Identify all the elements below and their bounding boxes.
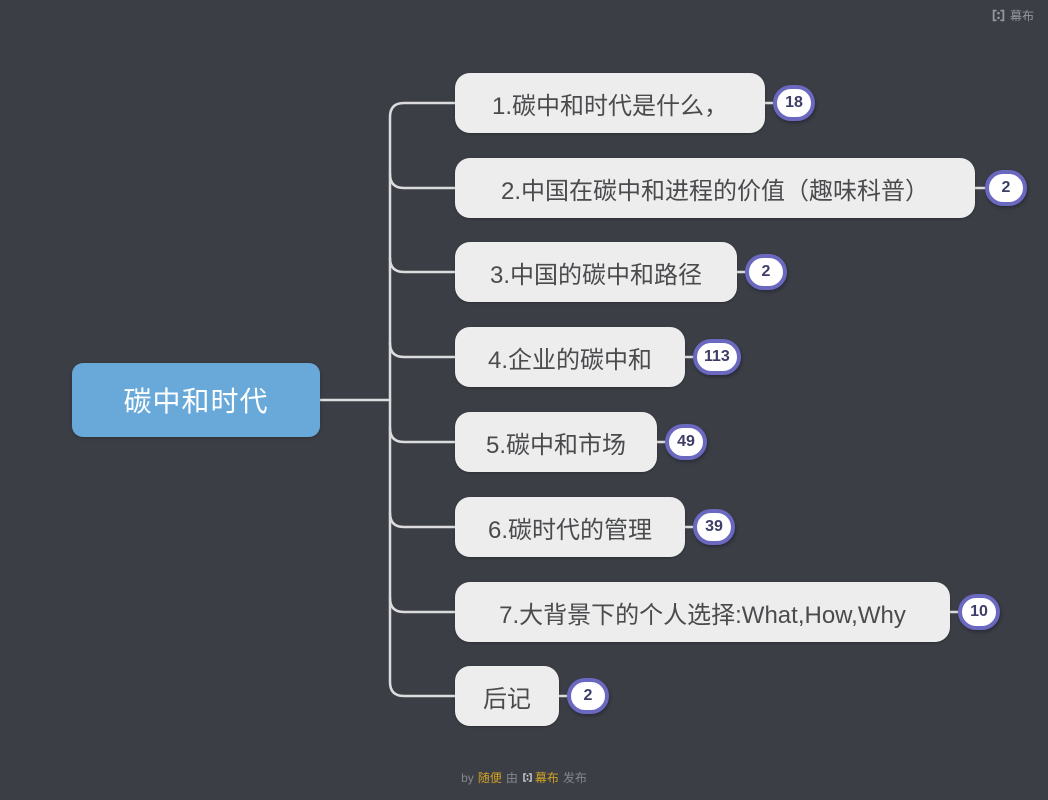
count-label: 2 — [761, 263, 771, 280]
descendant-count-badge[interactable]: 39 — [693, 509, 735, 545]
footer-by: by — [461, 770, 474, 785]
topic-label: 7.大背景下的个人选择:What,How,Why — [499, 601, 906, 629]
mubu-brand[interactable]: 幕布 — [991, 7, 1034, 24]
author-link[interactable]: 随便 — [477, 771, 502, 785]
mubu-footer-link[interactable]: 幕布 — [522, 769, 559, 786]
footer-via: 由 — [505, 771, 518, 785]
count-label: 2 — [1001, 179, 1011, 196]
topic-label: 1.碳中和时代是什么， — [491, 92, 728, 120]
topic-label: 6.碳时代的管理 — [487, 516, 652, 544]
footer: by 随便 由 幕布 发布 — [0, 769, 1048, 786]
root-label: 碳中和时代 — [123, 386, 269, 417]
topic-node[interactable]: 4.企业的碳中和 — [455, 327, 685, 387]
topic-label: 后记 — [483, 685, 531, 713]
descendant-count-badge[interactable]: 2 — [985, 170, 1027, 206]
topic-label: 5.碳中和市场 — [485, 431, 626, 459]
descendant-count-badge[interactable]: 49 — [665, 424, 707, 460]
descendant-count-badge[interactable]: 113 — [693, 339, 741, 375]
descendant-count-badge[interactable]: 18 — [773, 85, 815, 121]
mubu-logo-icon — [992, 9, 1005, 22]
count-label: 39 — [705, 518, 723, 535]
topic-node[interactable]: 7.大背景下的个人选择:What,How,Why — [455, 582, 950, 642]
count-label: 2 — [583, 687, 593, 704]
topic-node[interactable]: 3.中国的碳中和路径 — [455, 242, 737, 302]
topic-node[interactable]: 1.碳中和时代是什么， — [455, 73, 765, 133]
descendant-count-badge[interactable]: 2 — [745, 254, 787, 290]
root-node[interactable]: 碳中和时代 — [72, 363, 320, 437]
count-label: 18 — [785, 94, 803, 111]
mubu-logo-icon — [523, 773, 532, 782]
topic-node[interactable]: 5.碳中和市场 — [455, 412, 657, 472]
footer-brand-label: 幕布 — [534, 771, 559, 785]
topic-node[interactable]: 2.中国在碳中和进程的价值（趣味科普） — [455, 158, 975, 218]
count-label: 10 — [970, 603, 988, 620]
footer-published: 发布 — [562, 771, 587, 785]
descendant-count-badge[interactable]: 2 — [567, 678, 609, 714]
topic-node[interactable]: 后记 — [455, 666, 559, 726]
brand-label: 幕布 — [1009, 9, 1034, 23]
count-label: 113 — [704, 348, 730, 365]
topic-node[interactable]: 6.碳时代的管理 — [455, 497, 685, 557]
count-label: 49 — [677, 433, 695, 450]
descendant-count-badge[interactable]: 10 — [958, 594, 1000, 630]
topic-label: 3.中国的碳中和路径 — [489, 261, 702, 289]
topic-label: 2.中国在碳中和进程的价值（趣味科普） — [500, 177, 929, 205]
topic-label: 4.企业的碳中和 — [487, 346, 652, 374]
